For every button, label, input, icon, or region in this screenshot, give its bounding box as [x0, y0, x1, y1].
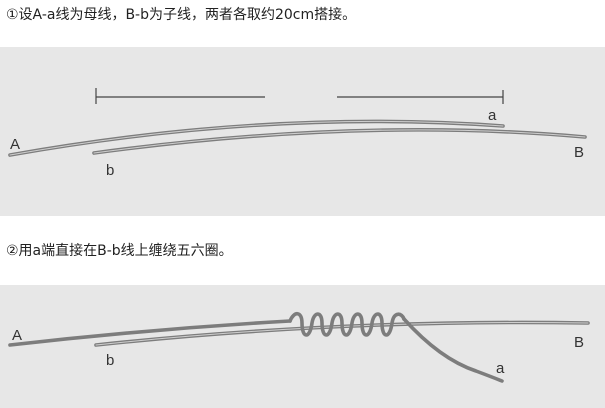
label-A: A — [12, 327, 22, 344]
label-a: a — [488, 107, 497, 124]
label-b: b — [106, 352, 114, 369]
wire-A-mother — [8, 319, 292, 347]
wire-B-b-highlight — [93, 129, 586, 154]
label-B: B — [574, 144, 584, 161]
wire-A-a-mother — [8, 119, 505, 157]
step2-diagram-svg: A b B a — [8, 311, 590, 383]
overlap-measure-line — [95, 88, 504, 104]
step1-diagram-svg: A a b B — [8, 88, 587, 179]
step1-caption: ①设A-a线为母线，B-b为子线，两者各取约20cm搭接。 — [6, 7, 357, 23]
wire-a-coils — [288, 311, 406, 337]
label-a: a — [496, 360, 505, 377]
label-B: B — [574, 334, 584, 351]
label-A: A — [10, 136, 20, 153]
label-b: b — [106, 162, 114, 179]
wire-a-tail — [402, 317, 504, 383]
step1-diagram: A a b B — [0, 47, 605, 216]
step2-caption: ②用a端直接在B-b线上缠绕五六圈。 — [6, 243, 233, 259]
step2-diagram: A b B a — [0, 285, 605, 408]
wire-A-a-highlight — [9, 120, 504, 156]
